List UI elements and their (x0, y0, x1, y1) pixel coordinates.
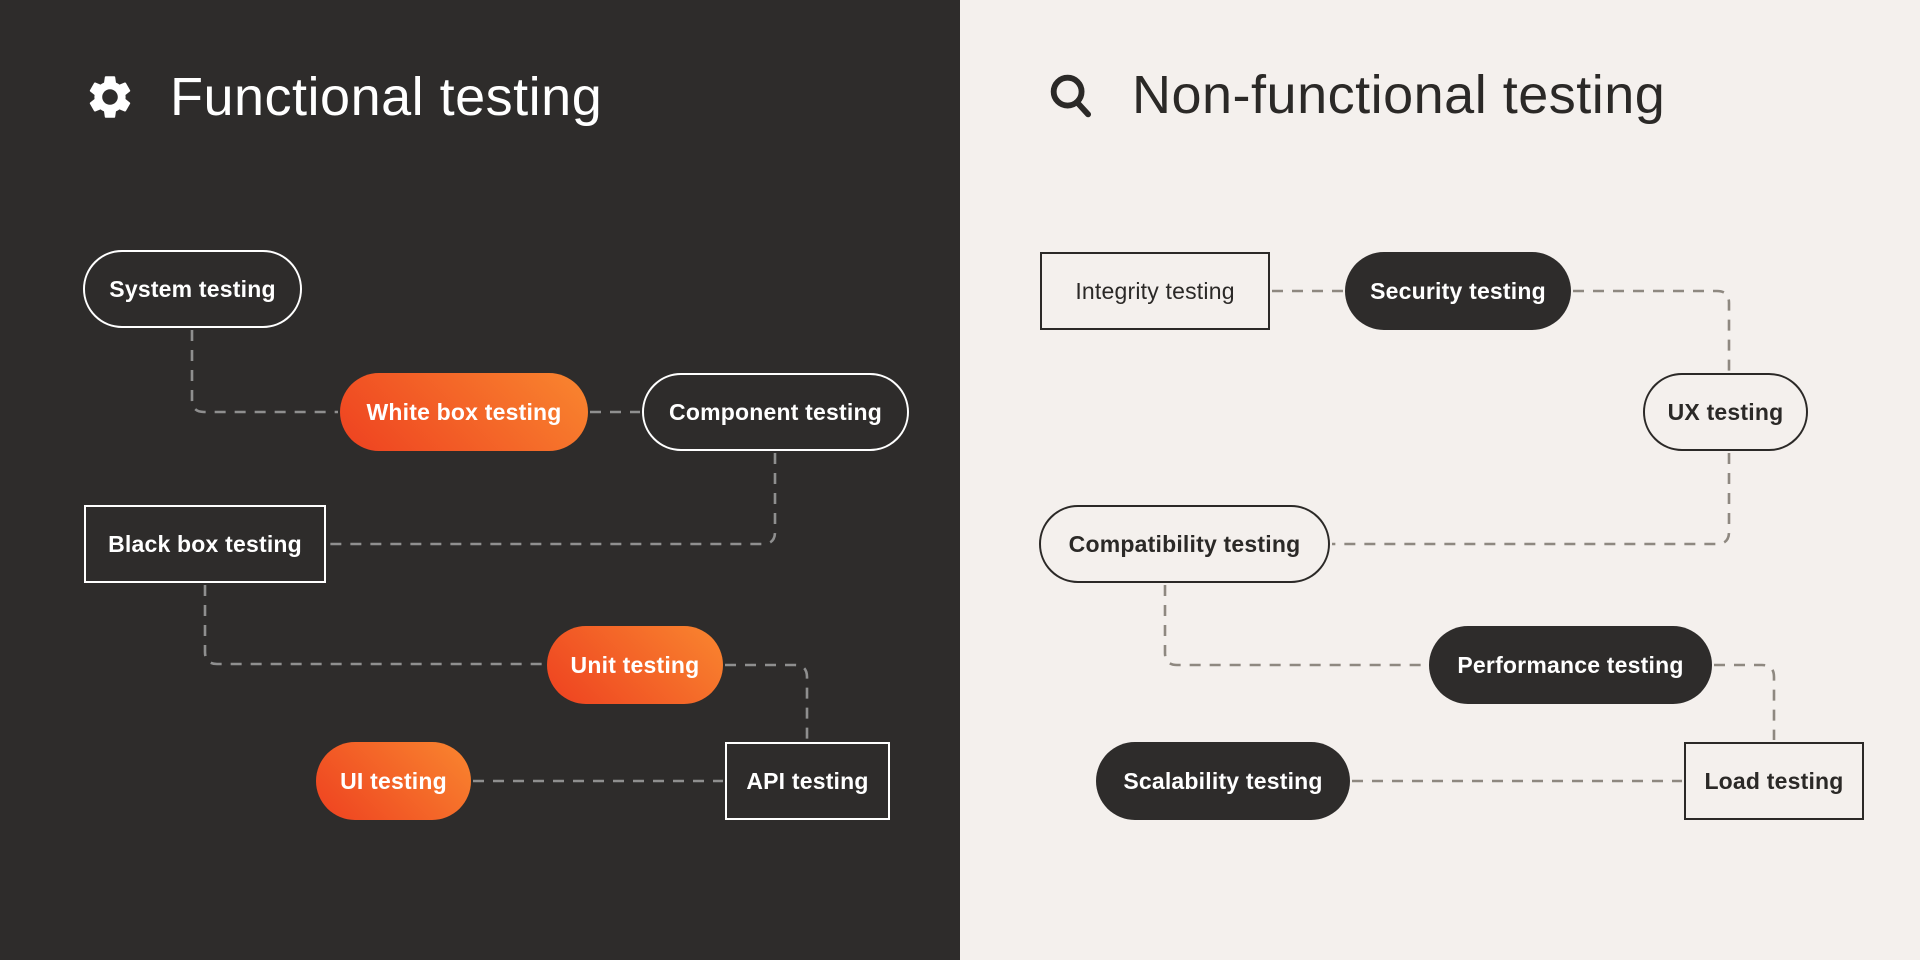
functional-title: Functional testing (170, 67, 603, 127)
node-black-box-testing: Black box testing (84, 505, 326, 583)
node-ux-testing: UX testing (1643, 373, 1808, 451)
node-scalability-testing: Scalability testing (1096, 742, 1350, 820)
node-component-testing: Component testing (642, 373, 909, 451)
node-load-testing: Load testing (1684, 742, 1864, 820)
node-white-box-testing: White box testing (340, 373, 588, 451)
nonfunctional-header: Non-functional testing (1044, 64, 1665, 126)
node-integrity-testing: Integrity testing (1040, 252, 1270, 330)
search-icon (1044, 68, 1098, 122)
nonfunctional-title: Non-functional testing (1132, 65, 1666, 125)
node-performance-testing: Performance testing (1429, 626, 1712, 704)
gear-icon (84, 71, 136, 123)
node-security-testing: Security testing (1345, 252, 1571, 330)
node-api-testing: API testing (725, 742, 890, 820)
functional-header: Functional testing (84, 66, 602, 128)
node-unit-testing: Unit testing (547, 626, 723, 704)
node-ui-testing: UI testing (316, 742, 471, 820)
node-system-testing: System testing (83, 250, 302, 328)
node-compatibility-testing: Compatibility testing (1039, 505, 1330, 583)
